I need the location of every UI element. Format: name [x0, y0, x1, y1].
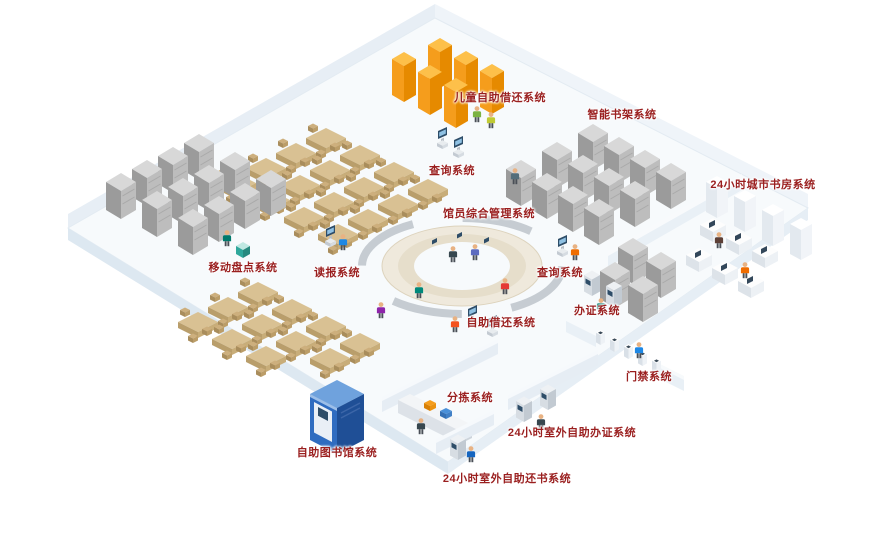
outdoor-card-machine	[516, 396, 532, 422]
card-machine	[584, 270, 600, 296]
gate-pillar	[638, 351, 647, 366]
outdoor-return-area	[436, 410, 494, 463]
label-access-gate: 门禁系统	[626, 371, 672, 383]
label-card-issuing: 办证系统	[574, 305, 620, 317]
gate-wall-left	[566, 320, 596, 347]
bookshelf	[177, 208, 209, 256]
desk-ring-hole	[414, 242, 510, 290]
label-sorting: 分拣系统	[447, 392, 493, 404]
label-children-self-checkout: 儿童自助借还系统	[454, 92, 546, 104]
back-right-wall	[435, 4, 808, 208]
study-carrel	[738, 274, 764, 298]
label-newspaper-reading: 读报系统	[314, 267, 360, 279]
gate-pillar	[596, 330, 605, 345]
bookshelf	[557, 185, 589, 233]
self-service-library-machine	[309, 379, 365, 455]
outdoor-card-machine	[540, 384, 556, 410]
white-cabinet	[790, 218, 812, 260]
white-cabinet	[734, 190, 756, 232]
orange-cabinet	[418, 65, 442, 115]
label-query-2: 查询系统	[537, 267, 583, 279]
bookshelf	[531, 172, 563, 220]
bookshelf	[655, 162, 687, 210]
orange-cabinet	[392, 52, 416, 102]
bookshelf	[141, 190, 173, 238]
gate-pillar	[624, 344, 633, 359]
bench-ring	[358, 214, 566, 318]
label-outdoor-card-issuing-24h: 24小时室外自助办证系统	[507, 427, 637, 439]
label-city-study-room-24h: 24小时城市书房系统	[710, 179, 816, 191]
label-self-checkout: 自助借还系统	[466, 317, 536, 329]
bookshelf	[105, 172, 137, 220]
bookshelf	[229, 182, 261, 230]
outdoor-return-wall-top	[436, 410, 494, 443]
bookshelf	[203, 195, 235, 243]
bookshelf	[627, 275, 659, 323]
label-librarian-management: 馆员综合管理系统	[443, 208, 535, 220]
book-return-machine	[450, 434, 466, 460]
outdoor-card-wall	[508, 353, 598, 410]
label-mobile-inventory: 移动盘点系统	[208, 262, 278, 274]
white-cabinet	[762, 204, 784, 246]
label-self-service-library: 自助图书馆系统	[296, 447, 378, 459]
sorting-wall-top	[382, 339, 498, 401]
label-smart-bookshelf: 智能书架系统	[587, 109, 657, 121]
label-outdoor-book-return-24h: 24小时室外自助还书系统	[442, 473, 572, 485]
bookshelf	[619, 180, 651, 228]
bookshelf	[255, 169, 287, 217]
outdoor-card-area	[508, 350, 598, 431]
gate-wall-left-top	[566, 317, 596, 336]
bookshelf	[583, 198, 615, 246]
gate-pillar	[610, 337, 619, 352]
bookshelf	[505, 159, 537, 207]
sorting-area	[382, 339, 498, 444]
outdoor-card-wall-top	[508, 350, 598, 399]
label-query-1: 查询系统	[429, 165, 475, 177]
librarian-desk-area	[358, 214, 566, 318]
access-gate-area	[566, 317, 684, 391]
